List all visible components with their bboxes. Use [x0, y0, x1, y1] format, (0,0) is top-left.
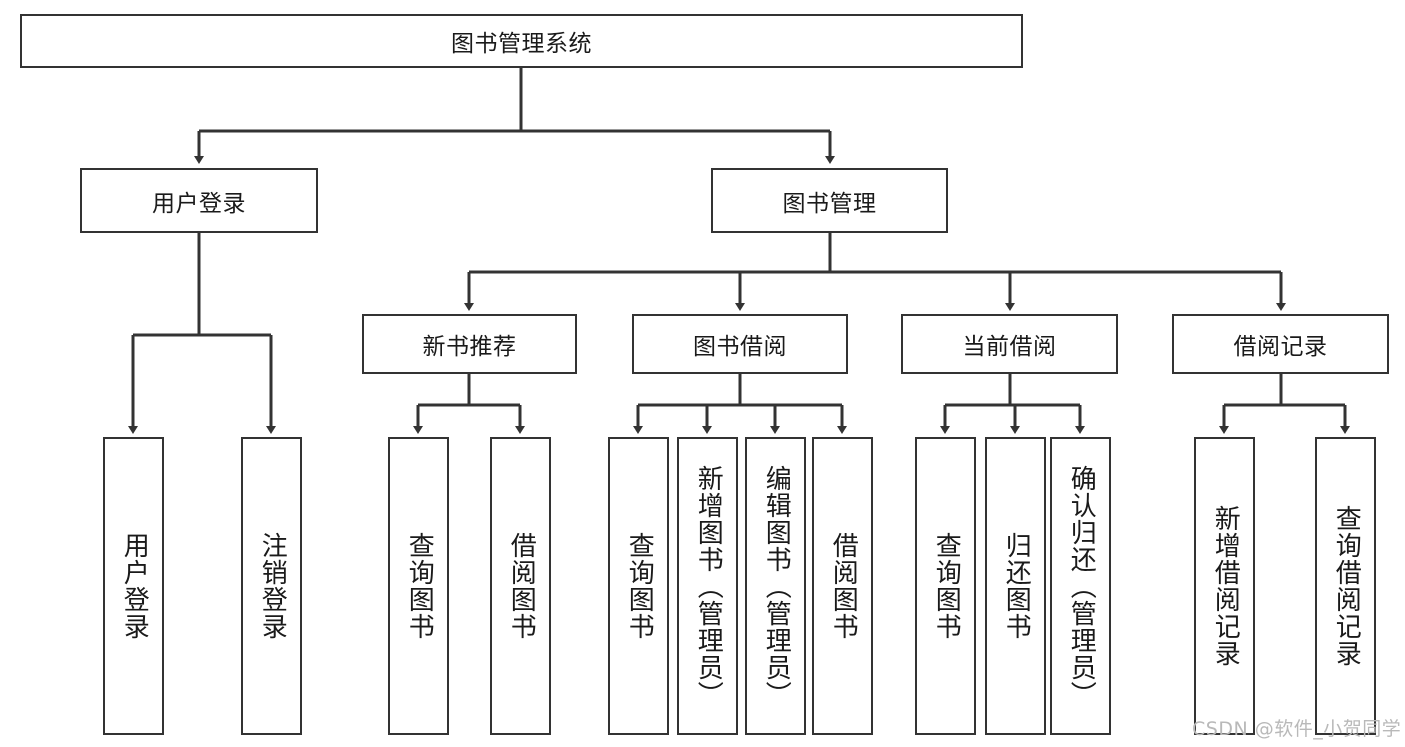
node-leaf-add-record[interactable]: 新增借阅记录	[1194, 437, 1255, 735]
node-current-borrow[interactable]: 当前借阅	[901, 314, 1118, 374]
node-user-login[interactable]: 用户登录	[80, 168, 318, 233]
node-leaf-query-book-2[interactable]: 查询图书	[608, 437, 669, 735]
node-leaf-return-book[interactable]: 归还图书	[985, 437, 1046, 735]
node-label: 用户登录	[152, 190, 246, 217]
node-label: 查询图书	[624, 532, 655, 640]
node-book-management-system[interactable]: 图书管理系统	[20, 14, 1023, 68]
node-book-borrow[interactable]: 图书借阅	[632, 314, 848, 374]
node-label: 查询借阅记录	[1331, 505, 1362, 667]
node-leaf-query-book-1[interactable]: 查询图书	[388, 437, 449, 735]
node-label: 当前借阅	[962, 334, 1057, 360]
node-label: 图书管理系统	[451, 31, 592, 57]
node-label: 用户登录	[119, 532, 150, 640]
csdn-watermark: CSDN @软件_小贺同学	[1192, 718, 1402, 740]
node-label: 确认归还（管理员）	[1066, 464, 1097, 708]
node-label: 图书借阅	[693, 334, 787, 360]
node-label: 图书管理	[782, 190, 877, 217]
node-label: 归还图书	[1001, 532, 1032, 640]
node-leaf-borrow-book-1[interactable]: 借阅图书	[490, 437, 551, 735]
node-leaf-borrow-book-2[interactable]: 借阅图书	[812, 437, 873, 735]
node-label: 借阅记录	[1233, 334, 1328, 360]
node-label: 借阅图书	[506, 532, 537, 640]
node-label: 新增借阅记录	[1210, 505, 1241, 667]
node-leaf-user-login[interactable]: 用户登录	[103, 437, 164, 735]
node-label: 注销登录	[257, 532, 288, 640]
node-borrow-record[interactable]: 借阅记录	[1172, 314, 1389, 374]
node-leaf-query-record[interactable]: 查询借阅记录	[1315, 437, 1376, 735]
node-label: 新增图书（管理员）	[693, 464, 724, 708]
node-leaf-edit-book[interactable]: 编辑图书（管理员）	[745, 437, 806, 735]
node-label: 查询图书	[404, 532, 435, 640]
node-book-management[interactable]: 图书管理	[711, 168, 948, 233]
node-label: 新书推荐	[422, 334, 517, 360]
node-label: 借阅图书	[828, 532, 859, 640]
node-leaf-confirm-return[interactable]: 确认归还（管理员）	[1050, 437, 1111, 735]
node-leaf-query-book-3[interactable]: 查询图书	[915, 437, 976, 735]
node-label: 编辑图书（管理员）	[761, 464, 792, 708]
node-leaf-logout-login[interactable]: 注销登录	[241, 437, 302, 735]
node-new-book-recommend[interactable]: 新书推荐	[362, 314, 577, 374]
node-leaf-add-book[interactable]: 新增图书（管理员）	[677, 437, 738, 735]
node-label: 查询图书	[931, 532, 962, 640]
